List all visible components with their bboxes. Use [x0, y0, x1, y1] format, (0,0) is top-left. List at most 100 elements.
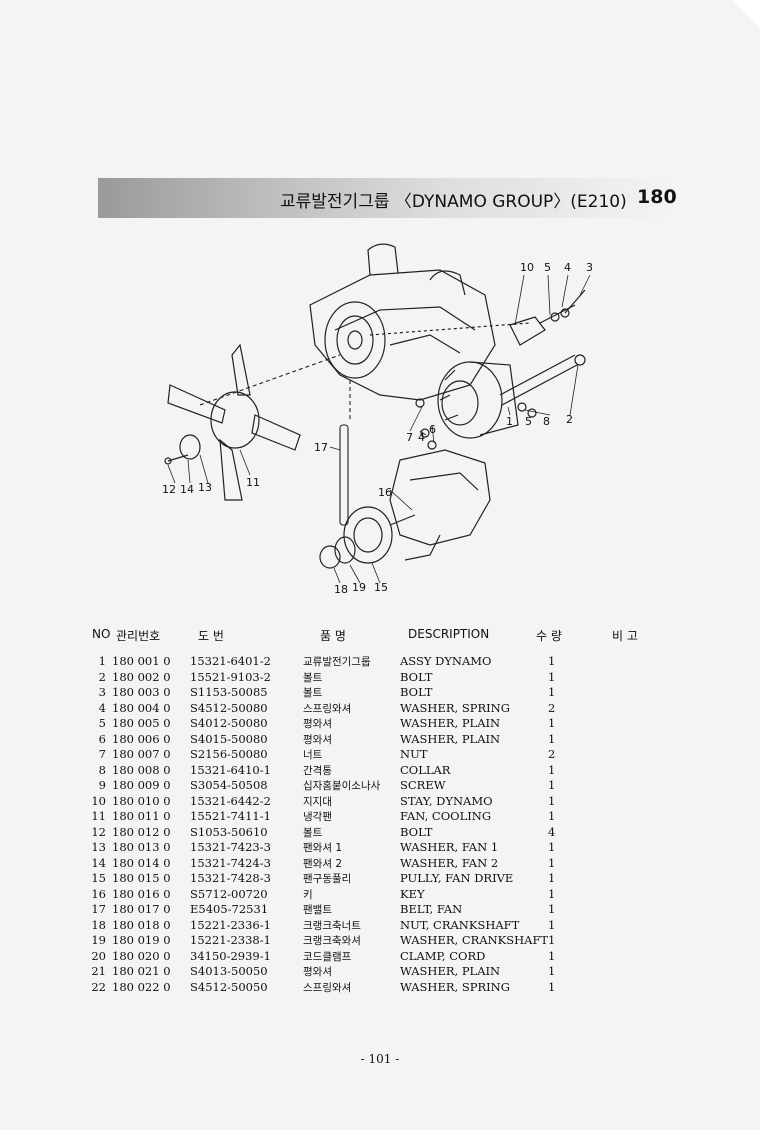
drawing-number: S5712-00720 — [190, 886, 268, 901]
part-description: SCREW — [400, 778, 446, 792]
header-bar — [98, 178, 678, 218]
management-code: 180 010 0 — [112, 793, 171, 808]
engine-block-drawing — [309, 243, 496, 561]
drawing-number: S1053-50610 — [190, 824, 268, 839]
part-quantity: 1 — [548, 948, 556, 963]
callout-label: 2 — [566, 413, 573, 426]
part-name-korean: 교류발전기그룹 — [303, 656, 371, 668]
row-number: 7 — [98, 747, 106, 761]
row-number: 17 — [91, 902, 106, 916]
crank-pulley-drawing — [319, 506, 416, 569]
drawing-number: S4013-50050 — [190, 964, 268, 978]
part-quantity: 1 — [548, 685, 556, 699]
part-quantity: 1 — [548, 964, 556, 978]
column-header-remark: 비 고 — [612, 629, 638, 643]
row-number: 1 — [98, 654, 106, 668]
part-quantity: 1 — [548, 979, 556, 994]
part-name-korean: 평와셔 — [303, 718, 332, 730]
row-number: 2 — [98, 669, 106, 684]
drawing-number: S4015-50080 — [190, 731, 268, 746]
drawing-number: 15321-7428-3 — [190, 871, 271, 885]
management-code: 180 005 0 — [112, 716, 171, 730]
drawing-number: 15321-6410-1 — [190, 762, 271, 777]
drawing-number: S4512-50050 — [190, 979, 268, 994]
management-code: 180 012 0 — [112, 824, 171, 839]
part-quantity: 1 — [548, 902, 556, 916]
part-quantity: 1 — [548, 809, 556, 823]
part-quantity: 1 — [548, 917, 556, 932]
row-number: 22 — [91, 979, 106, 994]
row-number: 21 — [91, 964, 106, 978]
management-code: 180 009 0 — [112, 778, 171, 792]
management-code: 180 006 0 — [112, 731, 171, 746]
part-description: BOLT — [400, 824, 433, 839]
callout-label: 12 — [162, 483, 176, 496]
part-description: WASHER, PLAIN — [400, 716, 501, 730]
part-name-korean: 너트 — [303, 749, 323, 761]
row-number: 19 — [91, 933, 106, 947]
management-code: 180 022 0 — [112, 979, 171, 994]
part-quantity: 1 — [548, 840, 556, 854]
page-number: - 101 - — [360, 1052, 400, 1066]
row-number: 20 — [91, 948, 106, 963]
part-description: WASHER, PLAIN — [400, 964, 501, 978]
part-description: STAY, DYNAMO — [400, 793, 493, 808]
part-description: KEY — [400, 886, 425, 901]
part-description: NUT — [400, 747, 428, 761]
part-description: CLAMP, CORD — [400, 948, 486, 963]
part-description: PULLY, FAN DRIVE — [400, 871, 514, 885]
part-description: BOLT — [400, 669, 433, 684]
drawing-number: 15521-7411-1 — [190, 809, 271, 823]
group-number: 180 — [637, 186, 677, 208]
part-name-korean: 크랭크축너트 — [303, 919, 361, 932]
part-quantity: 1 — [548, 716, 556, 730]
part-name-korean: 볼트 — [303, 826, 323, 839]
drawing-number: 15321-6401-2 — [190, 654, 271, 668]
management-code: 180 008 0 — [112, 762, 171, 777]
part-quantity: 2 — [548, 747, 556, 761]
part-name-korean: 팬구동풀리 — [303, 873, 352, 885]
drawing-number: 15321-7424-3 — [190, 855, 271, 870]
part-name-korean: 간격통 — [303, 764, 332, 777]
part-description: WASHER, SPRING — [400, 979, 510, 994]
part-name-korean: 팬와셔 2 — [303, 857, 342, 870]
part-name-korean: 크랭크축와셔 — [303, 935, 361, 947]
part-description: WASHER, SPRING — [400, 700, 510, 715]
part-quantity: 1 — [548, 778, 556, 792]
column-header-quantity: 수 량 — [536, 629, 562, 643]
part-description: BELT, FAN — [400, 902, 463, 916]
part-description: COLLAR — [400, 762, 451, 777]
column-header-code: 관리번호 — [116, 629, 161, 643]
management-code: 180 011 0 — [112, 809, 171, 823]
callout-label: 7 — [406, 431, 413, 444]
column-header-description: DESCRIPTION — [408, 627, 490, 641]
part-name-korean: 냉각팬 — [303, 811, 332, 823]
part-name-korean: 스프링와셔 — [303, 981, 352, 994]
row-number: 6 — [98, 731, 106, 746]
column-header-part-name: 품 명 — [320, 629, 346, 643]
part-name-korean: 평와셔 — [303, 733, 332, 746]
fan-belt-drawing — [199, 354, 351, 526]
drawing-number: S4012-50080 — [190, 716, 268, 730]
callout-label: 14 — [180, 483, 194, 496]
part-name-korean: 키 — [303, 888, 313, 901]
part-quantity: 1 — [548, 871, 556, 885]
drawing-number: 15321-6442-2 — [190, 793, 271, 808]
management-code: 180 002 0 — [112, 669, 171, 684]
row-number: 8 — [98, 762, 106, 777]
management-code: 180 007 0 — [112, 747, 171, 761]
callout-label: 13 — [198, 481, 212, 494]
part-description: WASHER, FAN 2 — [400, 855, 499, 870]
